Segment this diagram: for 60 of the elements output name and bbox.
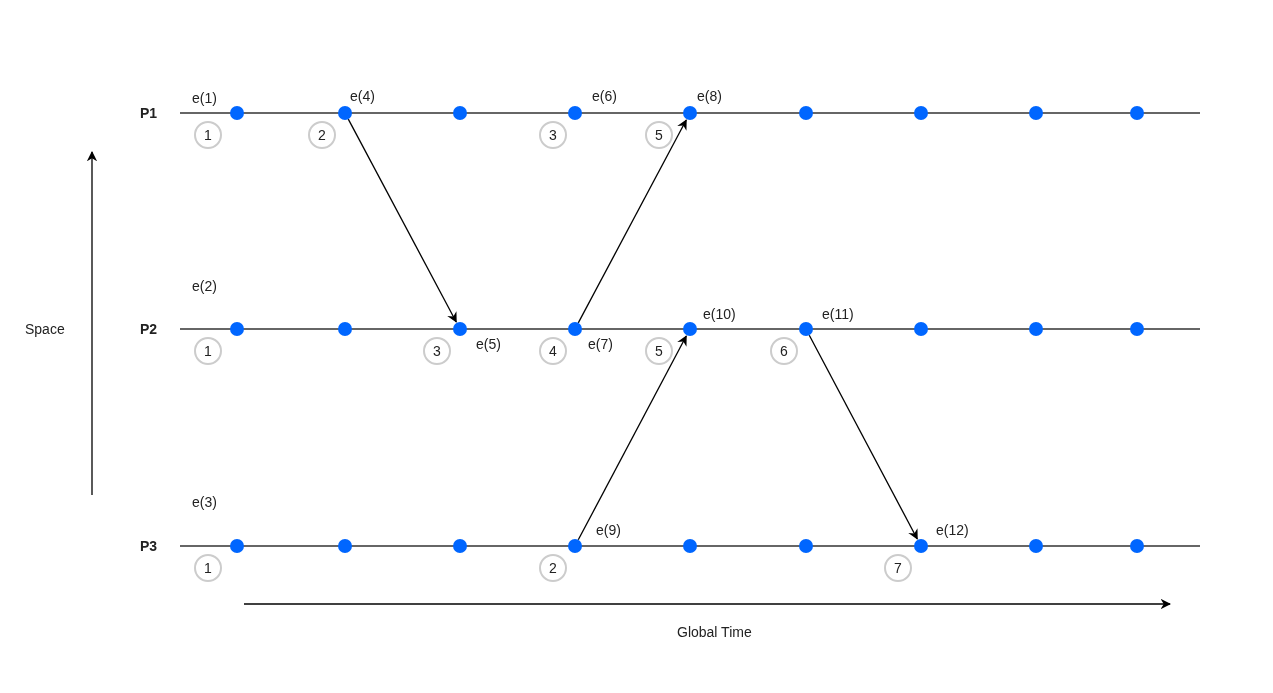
process-label: P2 xyxy=(140,321,158,337)
event-dot xyxy=(914,539,928,553)
event-dot xyxy=(683,322,697,336)
event-dot xyxy=(230,106,244,120)
event-dot xyxy=(453,539,467,553)
event-dot xyxy=(338,106,352,120)
message-arrow xyxy=(808,334,918,540)
event-label: e(3) xyxy=(192,494,217,510)
message-arrow xyxy=(577,119,687,324)
step-number-circle: 2 xyxy=(308,121,336,149)
event-dot xyxy=(453,106,467,120)
event-dot xyxy=(230,539,244,553)
event-label: e(7) xyxy=(588,336,613,352)
message-arrow xyxy=(577,335,687,541)
step-number-circle: 2 xyxy=(539,554,567,582)
event-dot xyxy=(914,106,928,120)
event-dot xyxy=(799,539,813,553)
event-dot xyxy=(453,322,467,336)
event-dot xyxy=(1130,106,1144,120)
event-dot xyxy=(914,322,928,336)
event-dot xyxy=(1029,106,1043,120)
event-dot xyxy=(338,539,352,553)
step-number-circle: 1 xyxy=(194,337,222,365)
step-number-circle: 1 xyxy=(194,121,222,149)
event-dot xyxy=(568,106,582,120)
event-dot xyxy=(683,106,697,120)
step-number-circle: 4 xyxy=(539,337,567,365)
process-label: P1 xyxy=(140,105,158,121)
event-label: e(6) xyxy=(592,88,617,104)
event-dot xyxy=(799,106,813,120)
axis-label: Space xyxy=(25,321,65,337)
step-number-circle: 5 xyxy=(645,121,673,149)
event-label: e(11) xyxy=(822,306,854,322)
event-label: e(8) xyxy=(697,88,722,104)
event-dot xyxy=(568,322,582,336)
event-label: e(10) xyxy=(703,306,736,322)
step-number-circle: 1 xyxy=(194,554,222,582)
event-dot xyxy=(799,322,813,336)
event-dot xyxy=(230,322,244,336)
message-arrow xyxy=(347,118,457,323)
event-label: e(4) xyxy=(350,88,375,104)
event-label: e(5) xyxy=(476,336,501,352)
event-label: e(9) xyxy=(596,522,621,538)
event-dot xyxy=(1029,539,1043,553)
event-dot xyxy=(683,539,697,553)
step-number-circle: 7 xyxy=(884,554,912,582)
event-dot xyxy=(338,322,352,336)
event-label: e(12) xyxy=(936,522,969,538)
event-dot xyxy=(1130,539,1144,553)
step-number-circle: 3 xyxy=(539,121,567,149)
event-label: e(2) xyxy=(192,278,217,294)
event-label: e(1) xyxy=(192,90,217,106)
event-dot xyxy=(1029,322,1043,336)
event-dot xyxy=(568,539,582,553)
axis-label: Global Time xyxy=(677,624,752,640)
process-label: P3 xyxy=(140,538,158,554)
event-dot xyxy=(1130,322,1144,336)
step-number-circle: 5 xyxy=(645,337,673,365)
step-number-circle: 6 xyxy=(770,337,798,365)
step-number-circle: 3 xyxy=(423,337,451,365)
